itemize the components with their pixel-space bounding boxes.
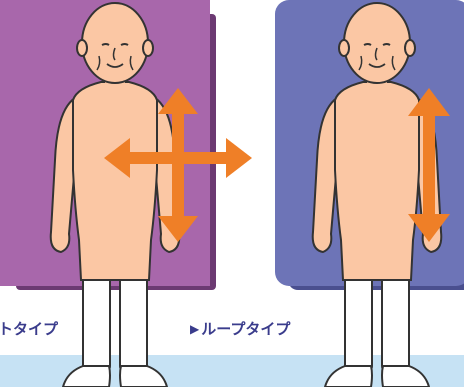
left-type-label: トタイプ xyxy=(0,320,58,338)
triangle-marker-icon: ▶ xyxy=(190,322,199,336)
left-type-caption: トタイプ xyxy=(0,320,58,338)
right-type-label: ループタイプ xyxy=(201,320,290,338)
right-type-caption: ▶ループタイプ xyxy=(190,320,290,338)
